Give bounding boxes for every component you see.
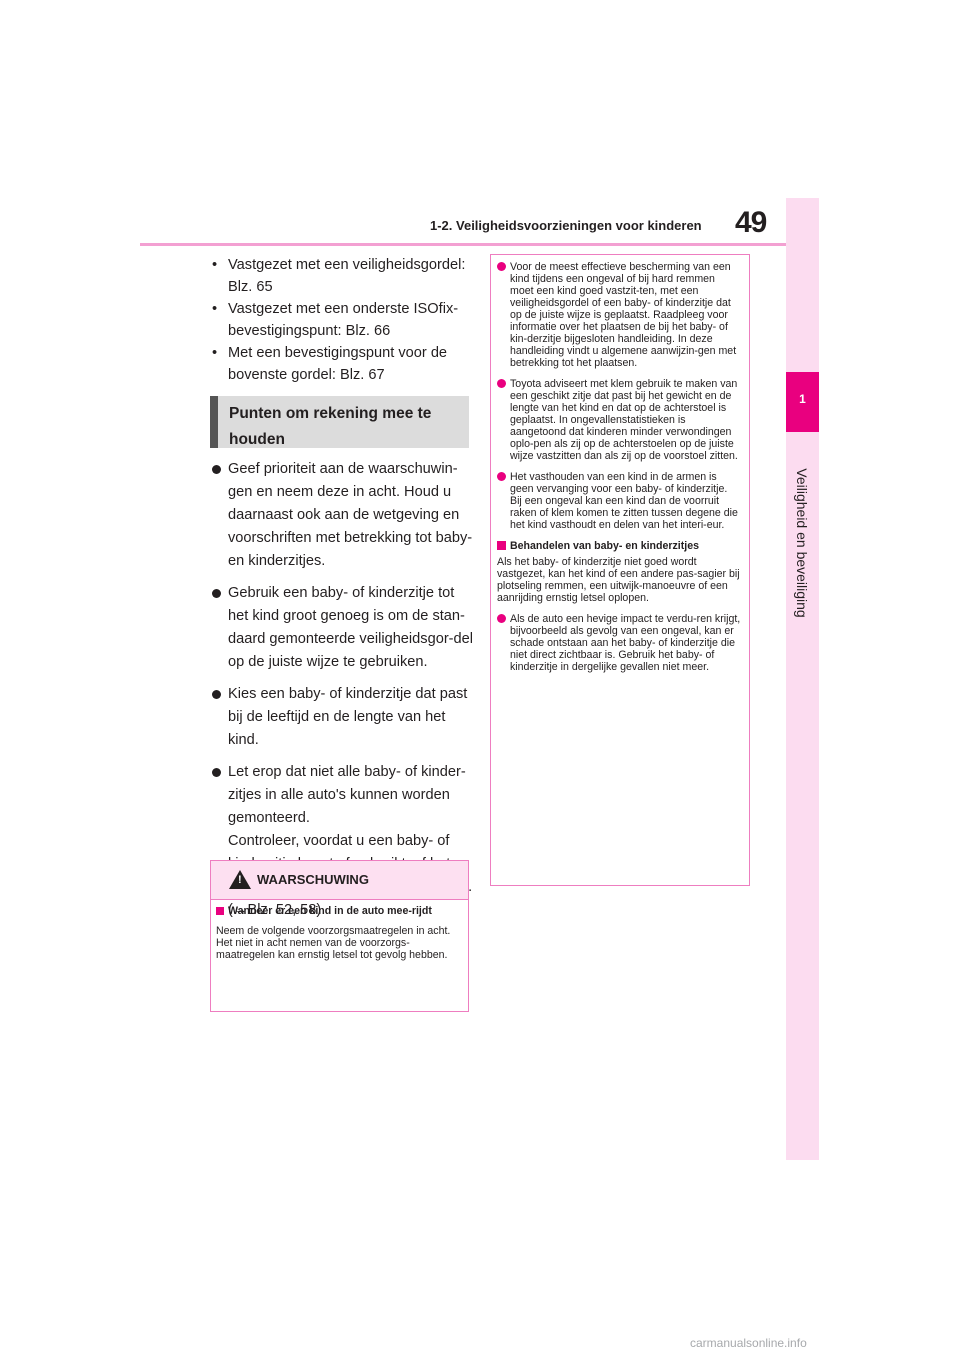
square-icon (497, 541, 506, 550)
header-rule (140, 243, 786, 246)
info-box: Voor de meest effectieve bescherming van… (490, 254, 750, 886)
tip-text: Geef prioriteit aan de waarschuwin-gen e… (228, 461, 473, 569)
info-subheading-text: Behandelen van baby- en kinderzitjes (510, 540, 699, 552)
bullet-dot-icon (212, 690, 221, 699)
tip-text: Gebruik een baby- of kinderzitje tot het… (228, 585, 474, 670)
info-tip-text: Voor de meest effectieve bescherming van… (510, 261, 737, 369)
list-item: • Vastgezet met een veiligheidsgordel: Bl… (212, 254, 474, 298)
info-tip: Het vasthouden van een kind in de armen … (497, 471, 741, 531)
list-item: • Met een bevestigingspunt voor de bovens… (212, 342, 474, 386)
bullet-dot-icon: • (212, 345, 218, 361)
chapter-tab-active-marker (786, 372, 819, 432)
footer-watermark: carmanualsonline.info (690, 1336, 807, 1350)
info-subheading: Behandelen van baby- en kinderzitjes (497, 540, 741, 552)
bullet-dot-icon (497, 379, 506, 388)
square-icon (216, 907, 224, 915)
bullet-dot-icon: • (212, 301, 218, 317)
bullet-dot-icon (497, 614, 506, 623)
section-title: 1-2. Veiligheidsvoorzieningen voor kinde… (430, 218, 702, 233)
mounting-options-list: • Vastgezet met een veiligheidsgordel: Bl… (212, 254, 474, 386)
chapter-side-tab (786, 198, 819, 1160)
bullet-dot-icon: • (212, 257, 218, 273)
tip-item: Gebruik een baby- of kinderzitje tot het… (212, 582, 474, 674)
info-tip-text: Toyota adviseert met klem gebruik te mak… (510, 378, 738, 462)
warning-text: Neem de volgende voorzorgsmaatregelen in… (216, 925, 451, 937)
info-tip-text: Als de auto een hevige impact te verdu-r… (510, 613, 741, 673)
info-tip: Toyota adviseert met klem gebruik te mak… (497, 378, 741, 462)
list-item-text: Met een bevestigingspunt voor de bovenst… (228, 345, 448, 383)
tip-text: Let erop dat niet alle baby- of kinder-z… (228, 764, 466, 826)
points-heading-box: Punten om rekening mee te houden (210, 396, 469, 448)
list-item: • Vastgezet met een onderste ISOfix-beves… (212, 298, 474, 342)
warning-box: ! WAARSCHUWING Wanneer er een kind in de… (210, 860, 469, 1012)
list-item-text: Vastgezet met een onderste ISOfix-bevest… (228, 301, 459, 339)
tip-text: Kies een baby- of kinderzitje dat past b… (228, 686, 468, 748)
bullet-dot-icon (212, 465, 221, 474)
page-number: 49 (735, 206, 767, 239)
bullet-dot-icon (212, 589, 221, 598)
warning-subheading: Wanneer er een kind in de auto mee-rijdt (216, 905, 460, 917)
warning-triangle-icon: ! (229, 870, 251, 889)
info-tip: Als de auto een hevige impact te verdu-r… (497, 613, 741, 673)
info-tip-text: Het vasthouden van een kind in de armen … (510, 471, 738, 531)
bullet-dot-icon (497, 472, 506, 481)
warning-title: WAARSCHUWING (257, 872, 369, 887)
warning-body: Wanneer er een kind in de auto mee-rijdt… (211, 900, 468, 961)
tip-item: Kies een baby- of kinderzitje dat past b… (212, 683, 474, 752)
list-item-text: Vastgezet met een veiligheidsgordel: Blz… (228, 257, 466, 295)
info-tip: Voor de meest effectieve bescherming van… (497, 261, 741, 369)
warning-text: Het niet in acht nemen van de voorzorgs-… (216, 937, 448, 961)
chapter-title: Veiligheid en beveiliging (794, 468, 810, 618)
bullet-dot-icon (497, 262, 506, 271)
warning-subheading-text: Wanneer er een kind in de auto mee-rijdt (228, 905, 432, 917)
bullet-dot-icon (212, 768, 221, 777)
info-paragraph: Als het baby- of kinderzitje niet goed w… (497, 556, 740, 604)
points-heading: Punten om rekening mee te houden (229, 405, 432, 448)
tip-item: Geef prioriteit aan de waarschuwin-gen e… (212, 458, 474, 573)
tips-list: Geef prioriteit aan de waarschuwin-gen e… (212, 458, 474, 931)
chapter-number: 1 (799, 392, 806, 406)
warning-header: ! WAARSCHUWING (211, 861, 468, 900)
